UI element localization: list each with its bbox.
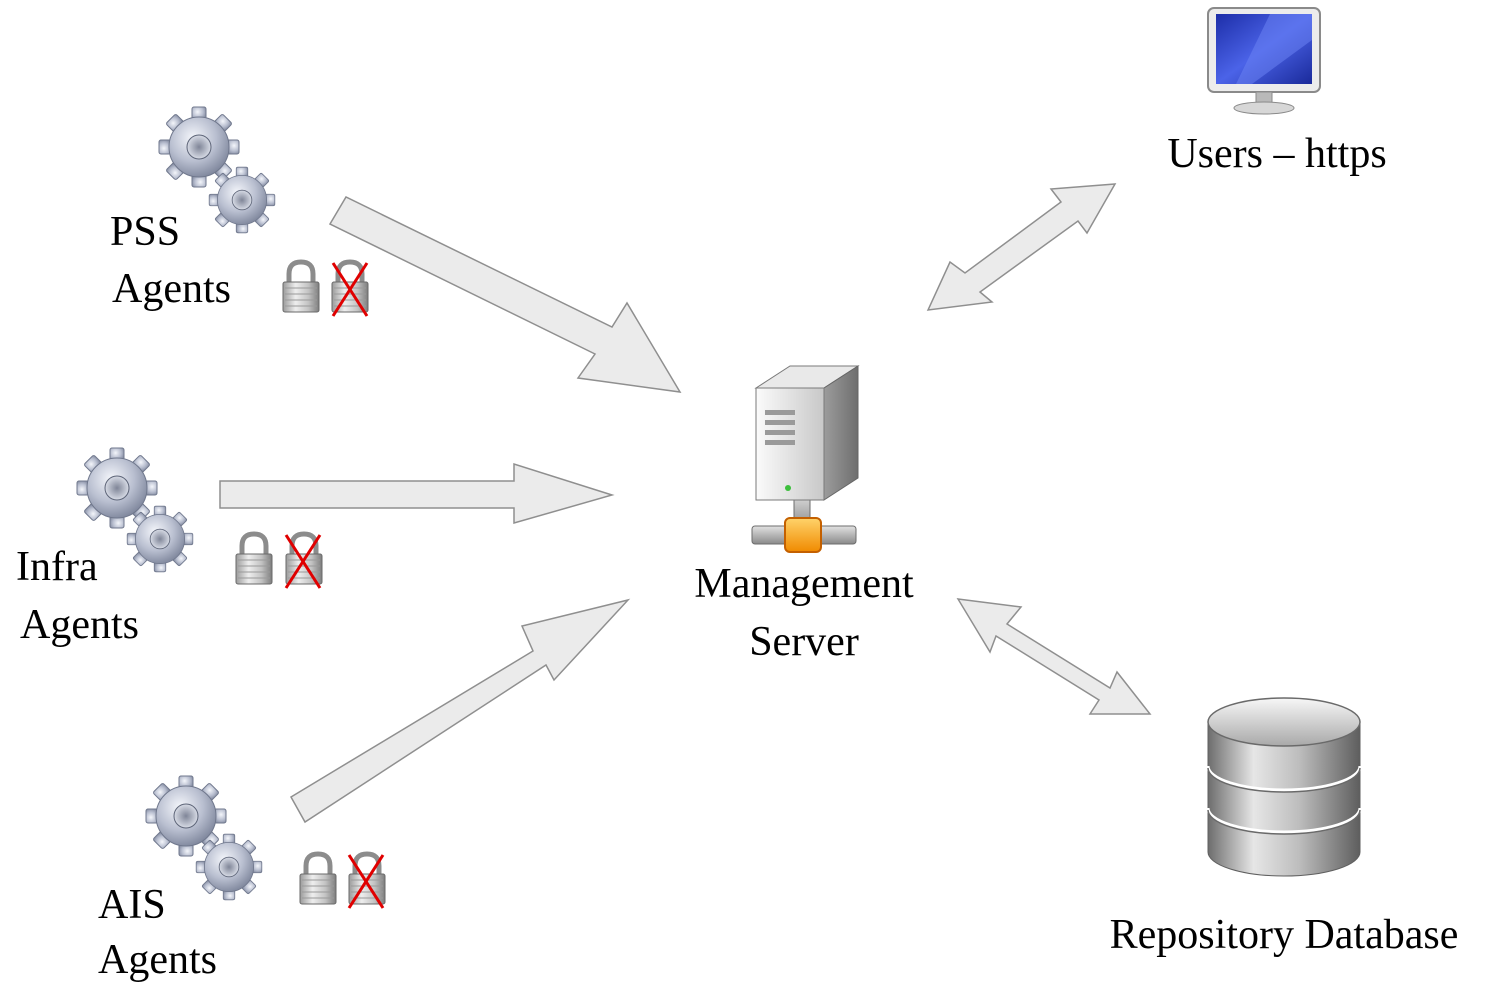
ais-agents-group: AIS Agents	[98, 775, 385, 983]
server-title: Management	[694, 561, 914, 607]
arrow-server-repository-bidirectional	[956, 598, 1152, 715]
users-label: Users – https	[1167, 131, 1386, 177]
database-icon	[1206, 697, 1362, 877]
ais-agents-subtitle: Agents	[98, 937, 217, 983]
pss-agents-title: PSS	[110, 209, 180, 255]
server-tower-icon	[751, 365, 860, 553]
users-group: Users – https	[1167, 7, 1387, 177]
server-subtitle: Server	[749, 619, 859, 665]
gear-icon	[195, 833, 263, 901]
padlock-crossed-icon	[286, 534, 322, 589]
padlock-icon	[300, 854, 336, 904]
arrow-pss-to-server	[328, 196, 682, 393]
gear-icon	[126, 505, 194, 573]
monitor-icon	[1207, 7, 1321, 115]
padlock-crossed-icon	[349, 854, 385, 909]
pss-agents-group: PSS Agents	[110, 106, 368, 317]
arrow-infra-to-server	[219, 462, 615, 524]
repository-group: Repository Database	[1110, 697, 1459, 958]
infra-agents-subtitle: Agents	[20, 602, 139, 648]
infra-agents-title: Infra	[16, 544, 98, 590]
padlock-icon	[236, 534, 272, 584]
padlock-icon	[283, 262, 319, 312]
arrow-users-server-bidirectional	[926, 183, 1117, 311]
ais-agents-title: AIS	[98, 882, 166, 928]
gear-icon	[158, 106, 240, 188]
padlock-crossed-icon	[332, 262, 368, 317]
pss-agents-subtitle: Agents	[112, 266, 231, 312]
arrow-ais-to-server	[289, 598, 631, 824]
gear-icon	[208, 166, 276, 234]
infra-agents-group: Infra Agents	[16, 447, 322, 648]
management-server-group: Management Server	[694, 365, 914, 665]
repository-label: Repository Database	[1110, 912, 1459, 958]
